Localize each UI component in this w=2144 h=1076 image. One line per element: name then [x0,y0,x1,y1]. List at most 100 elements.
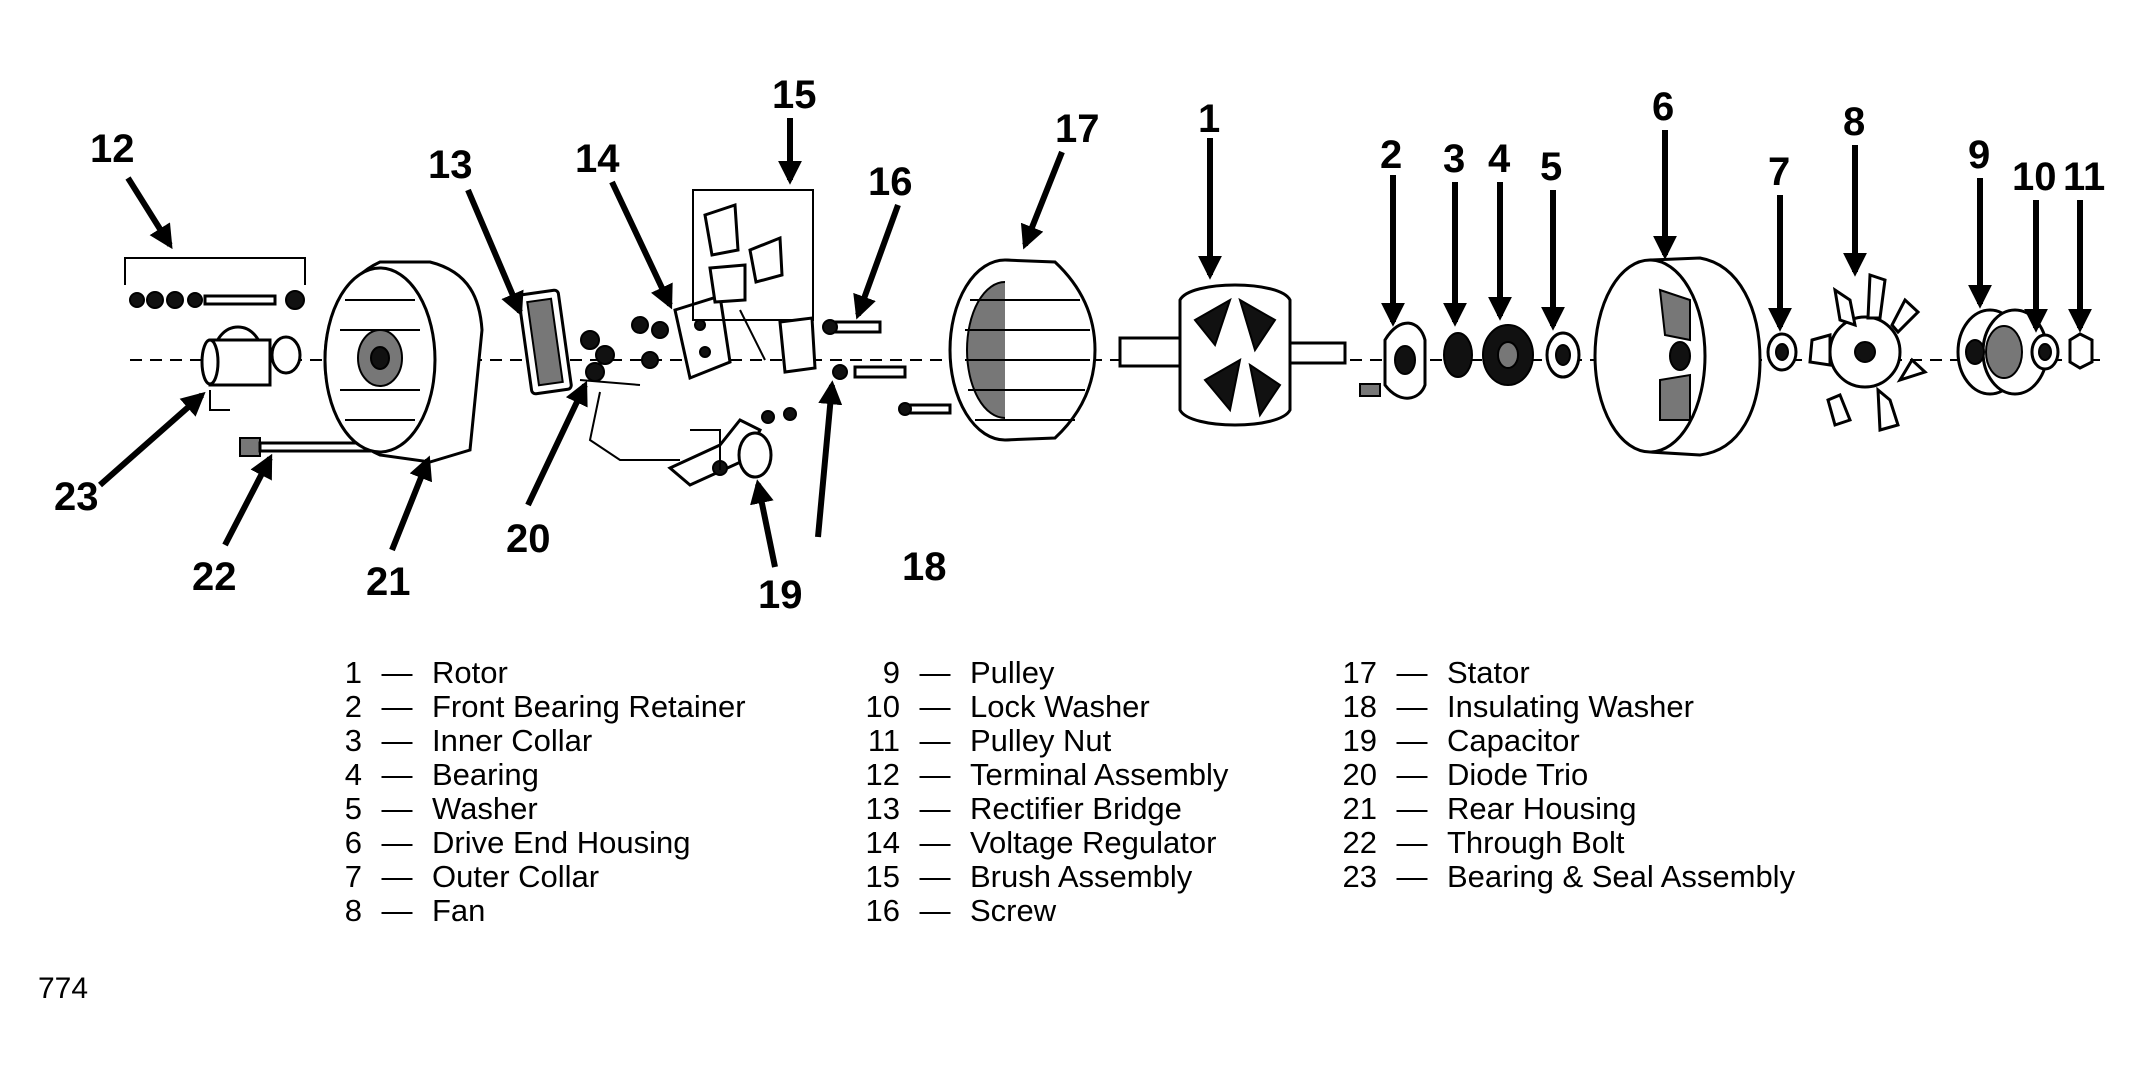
legend-item: 8 — Fan [310,894,746,928]
bearing-seal-part [200,325,302,411]
legend-name: Rotor [432,655,508,690]
legend-name: Terminal Assembly [970,757,1229,792]
callout-14: 14 [575,137,620,181]
legend-item: 19—Capacitor [1325,724,1795,758]
callout-20: 20 [506,517,551,561]
screw-part [822,319,882,335]
callout-12: 12 [90,127,135,171]
legend-dash: — [381,723,413,758]
legend-item: 16—Screw [848,894,1228,928]
legend-number: 12 [865,757,900,792]
callout-18: 18 [902,545,947,589]
legend-dash: — [1396,825,1428,860]
legend-number: 19 [1342,723,1377,758]
legend-name: Drive End Housing [432,825,691,860]
callout-17: 17 [1055,107,1100,151]
legend-item: 12 — Terminal Assembly [848,757,1229,792]
legend-number: 4 [344,757,362,792]
legend-item: 3 — Inner Collar [310,724,746,758]
callout-8: 8 [1843,100,1865,144]
legend-number: 6 [344,825,362,860]
legend-item: 2—Front Bearing Retainer [310,690,746,724]
legend-number: 18 [1342,689,1377,724]
stator-part [898,258,1097,442]
legend-item: 15—Brush Assembly [848,860,1228,894]
legend-name: Insulating Washer [1447,689,1694,724]
legend-dash: — [919,757,951,792]
callout-11: 11 [2063,155,2105,199]
legend-number: 21 [1342,791,1377,826]
legend-item: 22 — Through Bolt [1325,826,1795,860]
callout-16: 16 [868,160,913,204]
terminal-assembly-part [124,257,306,310]
callout-1: 1 [1198,97,1220,141]
legend-name: Bearing [432,757,539,792]
legend-dash: — [1396,791,1428,826]
legend-dash: — [919,655,951,690]
brush-assembly-part [692,189,817,374]
fan-part [1808,272,1928,432]
figure-number: 774 [38,972,89,1005]
legend-name: Brush Assembly [970,859,1193,894]
voltage-regulator-part [673,294,732,381]
legend-number: 3 [344,723,362,758]
legend-dash: — [381,655,413,690]
legend-name: Outer Collar [432,859,600,894]
legend-dash: — [381,893,413,928]
diode-trio-part [579,316,680,461]
legend-item: 11—Pulley Nut [848,724,1228,758]
legend-number: 13 [865,791,900,826]
legend-number: 23 [1342,859,1377,894]
legend-item: 1—Rotor [310,656,746,690]
legend-dash: — [919,791,951,826]
legend-item: 7—Outer Collar [310,860,746,894]
legend-dash: — [381,791,413,826]
callout-21: 21 [366,560,411,604]
callout-5: 5 [1540,145,1562,189]
legend-dash: — [1396,859,1428,894]
exploded-alternator-diagram: 1 2 3 4 5 6 7 8 9 10 11 12 13 14 15 16 1… [54,73,2105,617]
legend-name: Rectifier Bridge [970,791,1182,826]
legend-number: 5 [344,791,362,826]
callout-9: 9 [1968,133,1990,177]
legend-item: 14—Voltage Regulator [848,826,1228,860]
leader-arrows [98,118,2092,568]
pulley-nut-part [2068,332,2094,370]
callout-13: 13 [428,143,473,187]
legend-name: Rear Housing [1447,791,1637,826]
callout-15: 15 [772,73,817,117]
legend-dash: — [919,689,951,724]
rear-housing-part [323,260,484,464]
inner-collar-part [1443,332,1473,378]
bearing-part [1482,324,1534,386]
legend-dash: — [381,757,413,792]
legend-name: Lock Washer [970,689,1150,724]
parts-legend: 1—Rotor 2—Front Bearing Retainer 3—Inner… [0,656,2144,936]
legend-number: 22 [1342,825,1377,860]
legend-dash: — [919,825,951,860]
legend-number: 11 [867,723,900,758]
legend-dash: — [919,893,951,928]
legend-number: 8 [344,893,362,928]
legend-column-2: 9—Pulley 10—Lock Washer 11—Pulley Nut 12… [848,655,1229,928]
legend-item: 18—Insulating Washer [1325,690,1795,724]
legend-dash: — [919,859,951,894]
legend-number: 17 [1342,655,1377,690]
legend-number: 7 [344,859,362,894]
legend-dash: — [381,689,413,724]
callout-23: 23 [54,475,99,519]
legend-number: 2 [344,689,362,724]
rotor-part [1118,283,1347,427]
legend-name: Inner Collar [432,723,593,758]
legend-column-3: 17—Stator 18—Insulating Washer 19—Capaci… [1325,655,1796,894]
callout-22: 22 [192,555,237,599]
capacitor-part [667,407,797,487]
callout-4: 4 [1488,137,1511,181]
callout-3: 3 [1443,137,1465,181]
legend-name: Through Bolt [1447,825,1625,860]
legend-item: 13 — Rectifier Bridge [848,792,1228,826]
legend-dash: — [1396,655,1428,690]
legend-item: 4 — Bearing [310,758,746,792]
legend-name: Fan [432,893,486,928]
outer-collar-part [1766,332,1798,372]
